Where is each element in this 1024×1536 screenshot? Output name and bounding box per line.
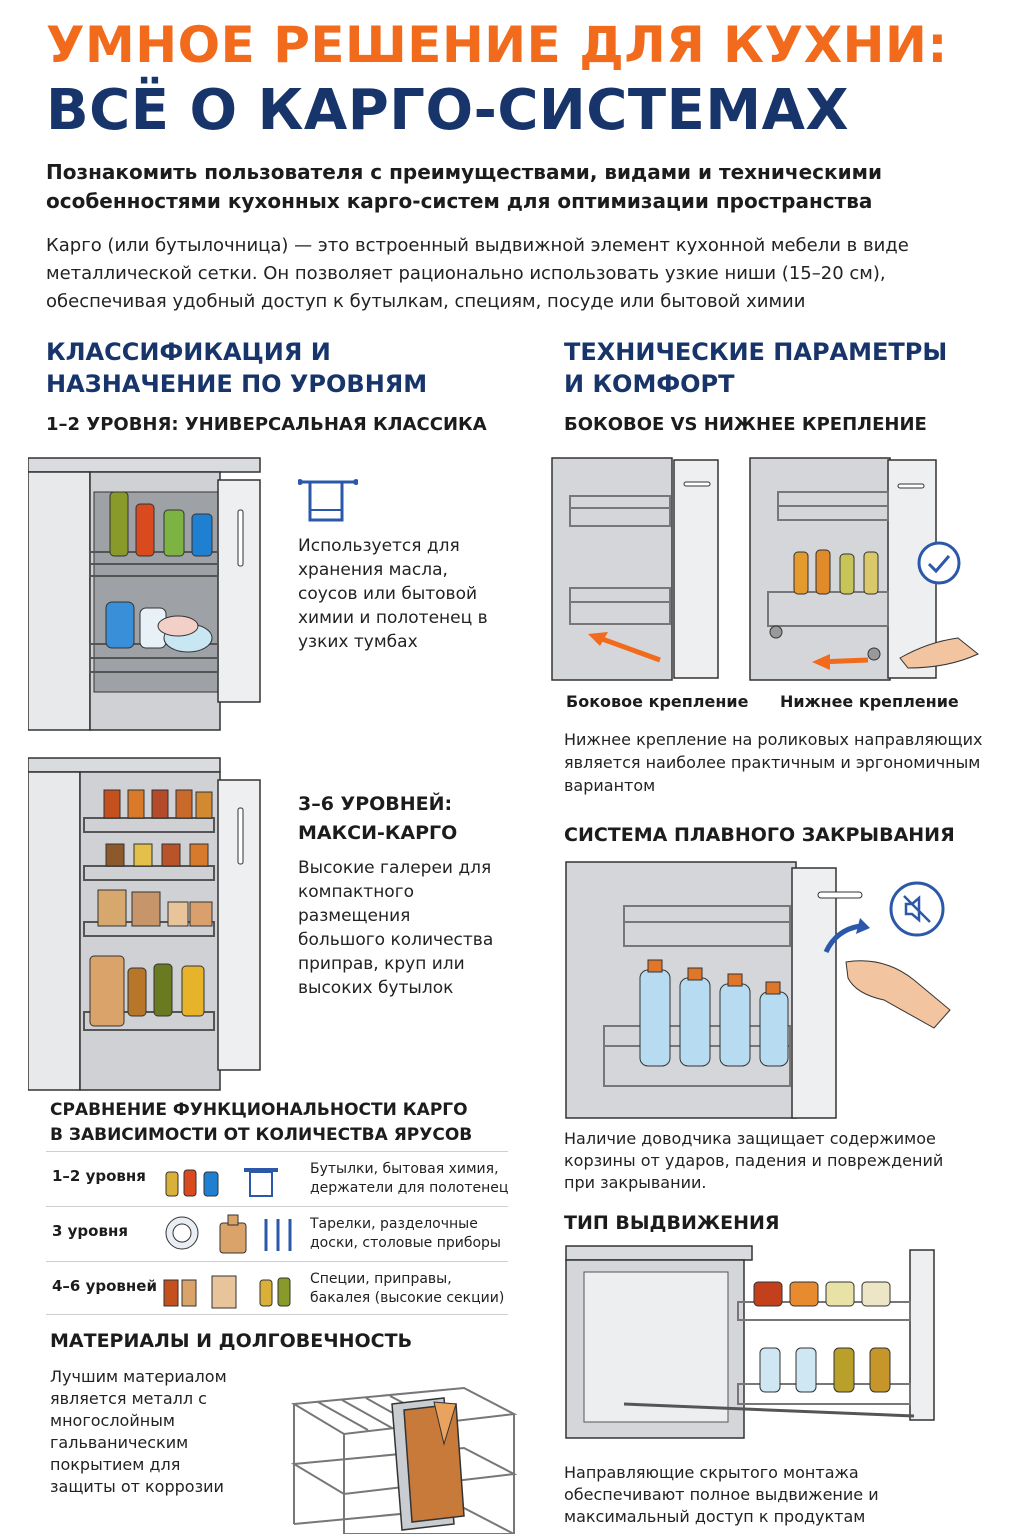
levels36-text: Высокие галереи для компактного размещен… bbox=[298, 858, 494, 998]
bottom-mount-illustration bbox=[748, 456, 988, 682]
row-label: 1–2 уровня bbox=[52, 1167, 146, 1185]
slide-illustration bbox=[564, 1244, 944, 1440]
left-section-line2: НАЗНАЧЕНИЕ ПО УРОВНЯМ bbox=[46, 370, 428, 398]
plates-icon bbox=[165, 1214, 292, 1254]
row-desc: Тарелки, разделочные доски, столовые при… bbox=[310, 1216, 501, 1251]
row-label: 3 уровня bbox=[52, 1222, 128, 1240]
cargo-2-levels-illustration bbox=[28, 452, 268, 732]
right-section-title: ТЕХНИЧЕСКИЕ ПАРАМЕТРЫ И КОМФОРТ bbox=[564, 336, 947, 400]
comparison-title: СРАВНЕНИЕ ФУНКЦИОНАЛЬНОСТИ КАРГО В ЗАВИС… bbox=[50, 1098, 472, 1148]
materials-text: Лучшим материалом является металл с мног… bbox=[50, 1367, 227, 1496]
mount-title: БОКОВОЕ VS НИЖНЕЕ КРЕПЛЕНИЕ bbox=[564, 414, 927, 435]
row-label: 4–6 уровней bbox=[52, 1277, 157, 1295]
slide-text: Направляющие скрытого монтажа обеспечива… bbox=[564, 1463, 879, 1526]
row-desc: Бутылки, бытовая химия, держатели для по… bbox=[310, 1161, 509, 1196]
table-row: 3 уровня Тарелки, разделочные доски, сто… bbox=[46, 1206, 508, 1260]
materials-title: МАТЕРИАЛЫ И ДОЛГОВЕЧНОСТЬ bbox=[50, 1330, 413, 1352]
table-row: 4–6 уровней Специи, приправы, бакалея (в… bbox=[46, 1261, 508, 1315]
bottom-mount-caption: Нижнее крепление bbox=[780, 692, 959, 711]
comparison-line2: В ЗАВИСИМОСТИ ОТ КОЛИЧЕСТВА ЯРУСОВ bbox=[50, 1125, 473, 1145]
levels36-title-line2: МАКСИ-КАРГО bbox=[298, 822, 458, 844]
side-mount-illustration bbox=[550, 456, 730, 682]
towel-icon bbox=[298, 474, 358, 524]
levels12-title: 1–2 УРОВНЯ: УНИВЕРСАЛЬНАЯ КЛАССИКА bbox=[46, 414, 487, 435]
table-row: 1–2 уровня Бутылки, бытовая химия, держа… bbox=[46, 1151, 508, 1205]
left-section-title: КЛАССИФИКАЦИЯ И НАЗНАЧЕНИЕ ПО УРОВНЯМ bbox=[46, 336, 427, 400]
levels12-text: Используется для хранения масла, соусов … bbox=[298, 536, 488, 652]
levels36-title: 3–6 УРОВНЕЙ: МАКСИ-КАРГО bbox=[298, 790, 457, 848]
slide-title: ТИП ВЫДВИЖЕНИЯ bbox=[564, 1212, 780, 1234]
left-section-line1: КЛАССИФИКАЦИЯ И bbox=[46, 338, 331, 366]
lead-text: Познакомить пользователя с преимуществам… bbox=[46, 160, 882, 213]
intro-text: Карго (или бутылочница) — это встроенный… bbox=[46, 235, 909, 312]
right-section-line2: И КОМФОРТ bbox=[564, 370, 735, 398]
cargo-6-levels-illustration bbox=[28, 752, 268, 1092]
comparison-line1: СРАВНЕНИЕ ФУНКЦИОНАЛЬНОСТИ КАРГО bbox=[50, 1100, 468, 1120]
mount-text: Нижнее крепление на роликовых направляющ… bbox=[564, 730, 983, 795]
title-line-2: ВСЁ О КАРГО-СИСТЕМАХ bbox=[46, 78, 850, 143]
row-desc: Специи, приправы, бакалея (высокие секци… bbox=[310, 1271, 505, 1306]
mute-icon bbox=[888, 880, 946, 938]
softclose-text: Наличие доводчика защищает содержимое ко… bbox=[564, 1129, 944, 1192]
wire-basket-illustration bbox=[284, 1374, 524, 1534]
check-icon bbox=[916, 540, 962, 586]
right-section-line1: ТЕХНИЧЕСКИЕ ПАРАМЕТРЫ bbox=[564, 338, 948, 366]
side-mount-caption: Боковое крепление bbox=[566, 692, 749, 711]
softclose-title: СИСТЕМА ПЛАВНОГО ЗАКРЫВАНИЯ bbox=[564, 824, 955, 846]
bottles-icon bbox=[165, 1168, 278, 1197]
spices-icon bbox=[163, 1275, 291, 1309]
levels36-title-line1: 3–6 УРОВНЕЙ: bbox=[298, 793, 453, 815]
softclose-illustration bbox=[564, 860, 954, 1120]
title-line-1: УМНОЕ РЕШЕНИЕ ДЛЯ КУХНИ: bbox=[46, 16, 948, 74]
